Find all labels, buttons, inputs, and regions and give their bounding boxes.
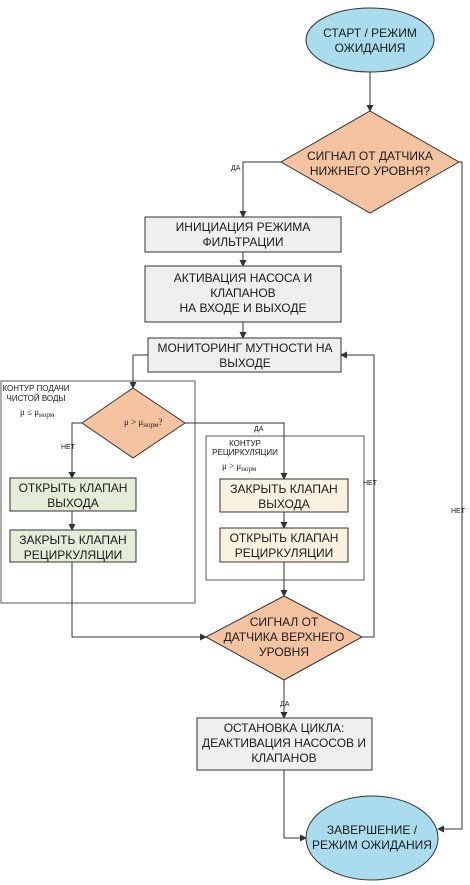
stop-cycle-label-line-1: ОСТАНОВКА ЦИКЛА: bbox=[224, 721, 345, 735]
clean-water-group-outline bbox=[0, 380, 196, 604]
turbidity-decision: μ > μнорм? bbox=[81, 387, 186, 459]
edge-high-sensor-no-loop bbox=[340, 351, 375, 638]
activate-pump-label-line-1: АКТИВАЦИЯ НАСОСА И bbox=[174, 271, 313, 285]
edge-monitor-to-turbidity bbox=[129, 354, 148, 389]
low-sensor-shape bbox=[279, 110, 461, 214]
close-outlet-label-line-1: ЗАКРЫТЬ КЛАПАН bbox=[230, 482, 337, 496]
recirc-group-condition: μ > μнорм bbox=[222, 461, 257, 473]
low-sensor-label-line-1: СИГНАЛ ОТ ДАТЧИКА bbox=[307, 149, 433, 163]
activate-pump-label-line-2: КЛАПАНОВ bbox=[210, 286, 275, 300]
open-recirc-label-line-1: ОТКРЫТЬ КЛАПАН bbox=[230, 531, 339, 545]
activate-pump-node: АКТИВАЦИЯ НАСОСА И КЛАПАНОВ НА ВХОДЕ И В… bbox=[144, 265, 342, 323]
edge-label-no-low: НЕТ bbox=[451, 508, 466, 515]
close-outlet-shape bbox=[219, 478, 349, 513]
monitor-shape bbox=[147, 337, 342, 373]
init-filtration-shape bbox=[144, 216, 342, 253]
monitor-label-line-1: МОНИТОРИНГ МУТНОСТИ НА bbox=[157, 341, 332, 355]
edge-low-sensor-yes bbox=[239, 161, 281, 218]
open-outlet-label-line-1: ОТКРЫТЬ КЛАПАН bbox=[19, 481, 128, 495]
open-outlet-label-line-2: ВЫХОДА bbox=[47, 496, 98, 510]
monitor-label-line-2: ВЫХОДЕ bbox=[219, 356, 270, 370]
edge-turbidity-yes bbox=[185, 422, 288, 480]
end-label-line-1: ЗАВЕРШЕНИЕ / bbox=[327, 823, 418, 837]
high-sensor-shape bbox=[204, 595, 364, 681]
recirc-group-title-line-2: РЕЦИРКУЛЯЦИИ bbox=[212, 448, 278, 457]
edge-label-no-turbidity: НЕТ bbox=[61, 444, 76, 451]
stop-cycle-node: ОСТАНОВКА ЦИКЛА: ДЕАКТИВАЦИЯ НАСОСОВ И К… bbox=[196, 717, 373, 771]
clean-group-condition: μ ≤ μнорм bbox=[20, 407, 55, 419]
close-recirc-label-line-2: РЕЦИРКУЛЯЦИИ bbox=[24, 548, 123, 562]
recirc-group-title-line-1: КОНТУР bbox=[229, 439, 261, 448]
edges bbox=[68, 72, 463, 842]
end-shape bbox=[305, 795, 439, 881]
start-label-line-1: СТАРТ / РЕЖИМ bbox=[323, 26, 417, 40]
stop-cycle-label-line-2: ДЕАКТИВАЦИЯ НАСОСОВ И bbox=[202, 736, 366, 750]
edge-label-no-high: НЕТ bbox=[363, 480, 378, 487]
edge-close-recirc-to-high-sensor bbox=[71, 562, 207, 641]
edge-label-yes-high: ДА bbox=[280, 701, 290, 708]
edge-stop-to-end bbox=[283, 770, 307, 842]
recirculation-group-outline bbox=[205, 435, 365, 581]
close-outlet-label-line-2: ВЫХОДА bbox=[258, 497, 309, 511]
edge-label-yes-low: ДА bbox=[231, 165, 241, 172]
close-outlet-node: ЗАКРЫТЬ КЛАПАН ВЫХОДА bbox=[219, 478, 349, 513]
end-label-line-2: РЕЖИМ ОЖИДАНИЯ bbox=[312, 838, 432, 852]
high-sensor-label-line-2: ДАТЧИКА ВЕРХНЕГО bbox=[224, 630, 345, 644]
open-recirc-shape bbox=[219, 527, 349, 563]
init-filtration-label-line-2: ФИЛЬТРАЦИИ bbox=[203, 235, 284, 249]
stop-cycle-label-line-3: КЛАПАНОВ bbox=[251, 751, 316, 765]
start-label-line-2: ОЖИДАНИЯ bbox=[335, 41, 406, 55]
edge-label-yes-turbidity: ДА bbox=[254, 426, 264, 433]
high-sensor-label-line-3: УРОВНЯ bbox=[259, 645, 309, 659]
close-recirc-shape bbox=[9, 529, 137, 563]
clean-group-title-line-2: ЧИСТОЙ ВОДЫ bbox=[7, 394, 66, 403]
start-node: СТАРТ / РЕЖИМ ОЖИДАНИЯ bbox=[305, 7, 435, 73]
open-outlet-node: ОТКРЫТЬ КЛАПАН ВЫХОДА bbox=[9, 477, 137, 512]
open-recirc-node: ОТКРЫТЬ КЛАПАН РЕЦИРКУЛЯЦИИ bbox=[219, 527, 349, 563]
activate-pump-shape bbox=[144, 265, 342, 323]
open-recirc-label-line-2: РЕЦИРКУЛЯЦИИ bbox=[235, 546, 334, 560]
edge-turbidity-no bbox=[68, 422, 82, 479]
close-recirc-node: ЗАКРЫТЬ КЛАПАН РЕЦИРКУЛЯЦИИ bbox=[9, 529, 137, 563]
start-shape bbox=[305, 7, 435, 73]
edge-low-sensor-no bbox=[437, 161, 463, 833]
end-node: ЗАВЕРШЕНИЕ / РЕЖИМ ОЖИДАНИЯ bbox=[305, 795, 439, 881]
turbidity-shape bbox=[81, 387, 186, 459]
high-sensor-label-line-1: СИГНАЛ ОТ bbox=[250, 615, 319, 629]
monitor-node: МОНИТОРИНГ МУТНОСТИ НА ВЫХОДЕ bbox=[147, 337, 342, 373]
init-filtration-node: ИНИЦИАЦИЯ РЕЖИМА ФИЛЬТРАЦИИ bbox=[144, 216, 342, 253]
turbidity-condition: μ > μнорм? bbox=[124, 417, 162, 429]
activate-pump-label-line-3: НА ВХОДЕ И ВЫХОДЕ bbox=[179, 301, 306, 315]
low-sensor-label-line-2: НИЖНЕГО УРОВНЯ? bbox=[310, 164, 431, 178]
init-filtration-label-line-1: ИНИЦИАЦИЯ РЕЖИМА bbox=[176, 220, 311, 234]
low-sensor-decision: СИГНАЛ ОТ ДАТЧИКА НИЖНЕГО УРОВНЯ? bbox=[279, 110, 461, 214]
stop-cycle-shape bbox=[196, 717, 373, 771]
clean-group-title-line-1: КОНТУР ПОДАЧИ bbox=[2, 384, 69, 393]
close-recirc-label-line-1: ЗАКРЫТЬ КЛАПАН bbox=[19, 533, 126, 547]
high-sensor-decision: СИГНАЛ ОТ ДАТЧИКА ВЕРХНЕГО УРОВНЯ bbox=[204, 595, 364, 681]
open-outlet-shape bbox=[9, 477, 137, 512]
